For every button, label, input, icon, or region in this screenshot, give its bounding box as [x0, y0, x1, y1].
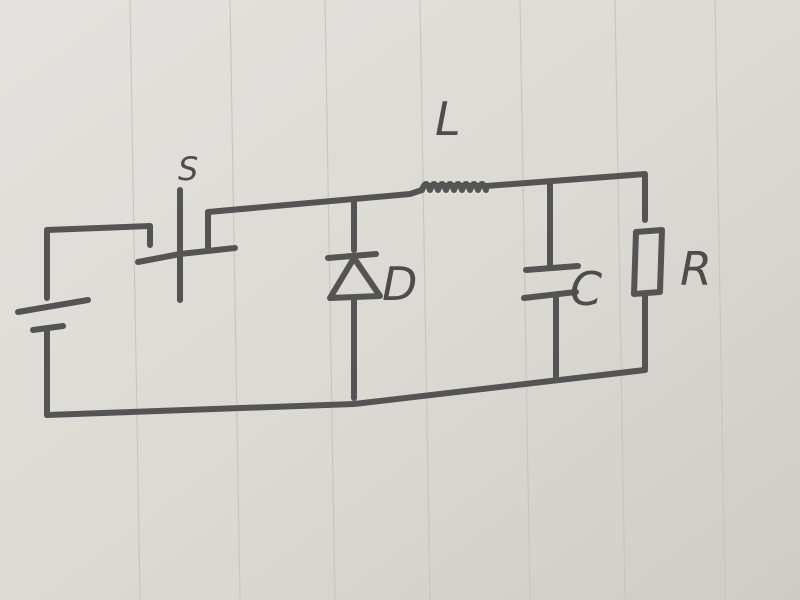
inductor-coil	[419, 181, 489, 193]
resistor-body	[631, 227, 665, 297]
diode-label: D	[382, 257, 417, 311]
switch-symbol: S	[135, 150, 238, 303]
wire-switch-to-inductor	[205, 187, 425, 215]
diode-symbol: D	[325, 199, 417, 401]
battery-long-plate	[15, 297, 91, 315]
resistor-label: R	[680, 242, 712, 296]
resistor-symbol: R	[631, 227, 712, 373]
capacitor-symbol: C	[521, 181, 602, 381]
inductor-label: L	[435, 92, 461, 146]
capacitor-bottom-plate	[521, 289, 579, 301]
wire-bottom-return	[44, 367, 648, 418]
capacitor-label: C	[570, 262, 602, 316]
capacitor-top-plate	[523, 263, 581, 273]
inductor-symbol: L	[419, 92, 489, 193]
switch-label: S	[178, 150, 198, 188]
battery-symbol	[15, 227, 91, 418]
wire-battery-to-switch	[44, 223, 153, 248]
wire-inductor-to-resistor	[483, 171, 648, 223]
